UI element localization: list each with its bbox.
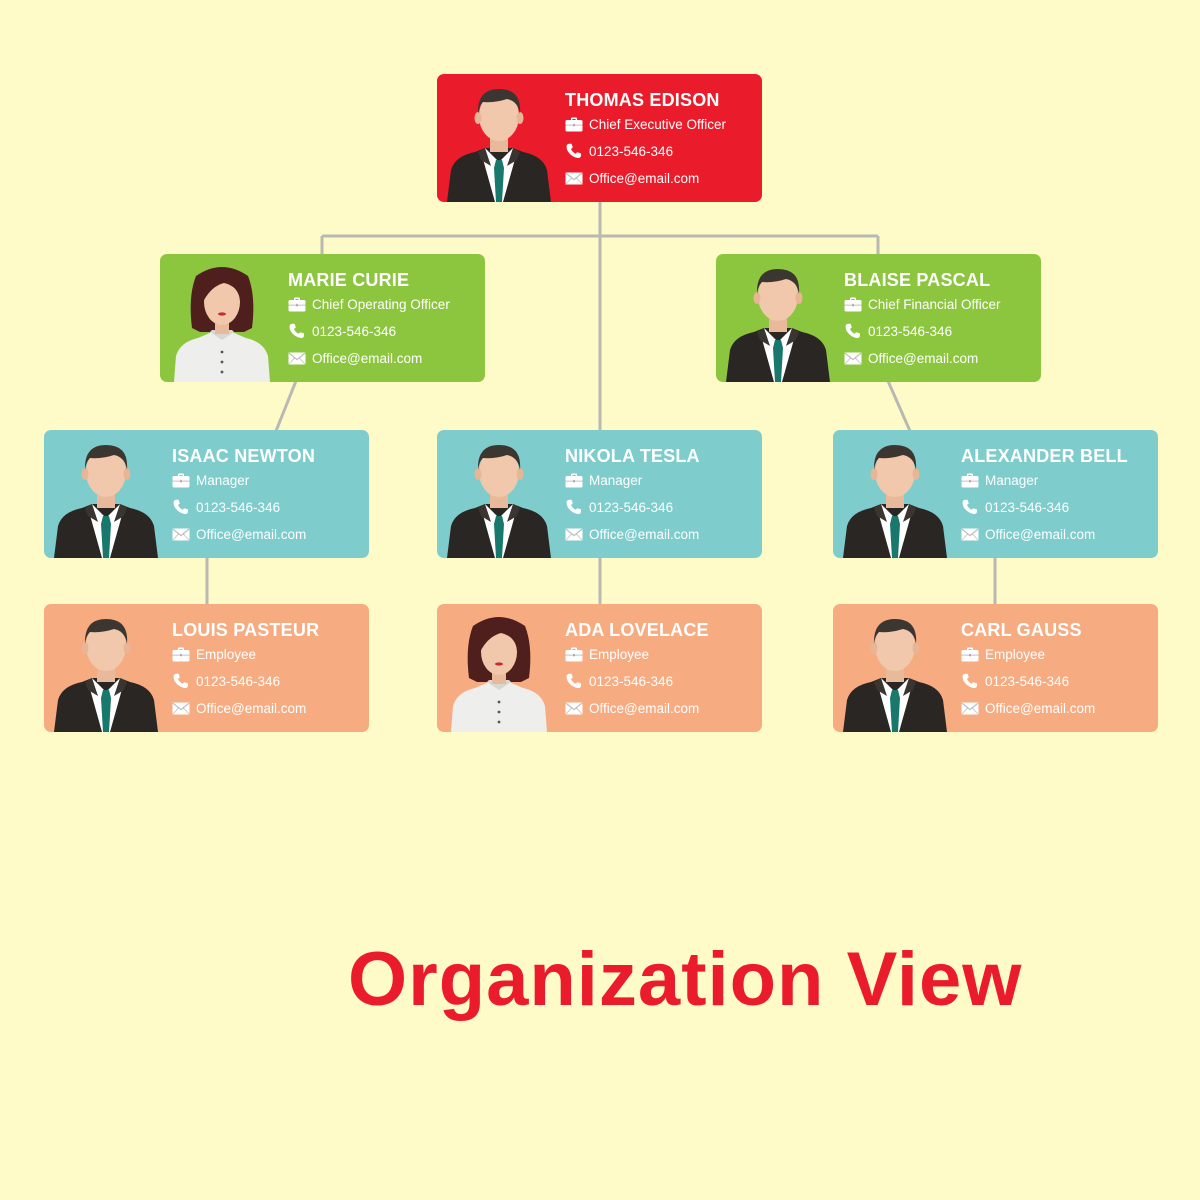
male-avatar-icon <box>841 616 949 732</box>
person-phone: 0123-546-346 <box>868 323 953 339</box>
org-card-manager-newton[interactable]: ISAAC NEWTON Manager 0123-546-346 Office… <box>44 430 369 558</box>
person-name: ISAAC NEWTON <box>172 446 316 466</box>
female-avatar-icon <box>445 616 553 732</box>
briefcase-icon <box>288 296 306 312</box>
person-phone: 0123-546-346 <box>589 143 674 159</box>
person-name: THOMAS EDISON <box>565 90 720 110</box>
org-card-employee-lovelace[interactable]: ADA LOVELACE Employee 0123-546-346 Offic… <box>437 604 762 732</box>
person-name: ADA LOVELACE <box>565 620 709 640</box>
envelope-icon <box>961 700 979 716</box>
person-role: Chief Executive Officer <box>589 116 727 132</box>
envelope-icon <box>565 700 583 716</box>
person-name: CARL GAUSS <box>961 620 1082 640</box>
person-name: ALEXANDER BELL <box>961 446 1128 466</box>
person-email: Office@email.com <box>589 700 700 716</box>
envelope-icon <box>565 170 583 186</box>
male-avatar-icon <box>445 86 553 202</box>
person-email: Office@email.com <box>589 526 700 542</box>
org-card-employee-gauss[interactable]: CARL GAUSS Employee 0123-546-346 Office@… <box>833 604 1158 732</box>
male-avatar-icon <box>724 266 832 382</box>
org-card-coo[interactable]: MARIE CURIE Chief Operating Officer 0123… <box>160 254 485 382</box>
person-name: NIKOLA TESLA <box>565 446 700 466</box>
briefcase-icon <box>844 296 862 312</box>
person-phone: 0123-546-346 <box>985 499 1070 515</box>
briefcase-icon <box>565 116 583 132</box>
person-role: Manager <box>589 472 643 488</box>
person-name: BLAISE PASCAL <box>844 270 991 290</box>
person-role: Employee <box>985 646 1046 662</box>
org-card-ceo[interactable]: THOMAS EDISON Chief Executive Officer 01… <box>437 74 762 202</box>
envelope-icon <box>844 350 862 366</box>
person-phone: 0123-546-346 <box>312 323 397 339</box>
phone-icon <box>565 143 583 159</box>
phone-icon <box>172 673 190 689</box>
envelope-icon <box>172 700 190 716</box>
connector-curie-to-newton <box>274 380 298 432</box>
envelope-icon <box>172 526 190 542</box>
person-role: Manager <box>196 472 250 488</box>
person-email: Office@email.com <box>868 350 979 366</box>
org-card-employee-pasteur[interactable]: LOUIS PASTEUR Employee 0123-546-346 Offi… <box>44 604 369 732</box>
male-avatar-icon <box>841 442 949 558</box>
person-phone: 0123-546-346 <box>985 673 1070 689</box>
briefcase-icon <box>565 646 583 662</box>
person-email: Office@email.com <box>589 170 700 186</box>
person-name: MARIE CURIE <box>288 270 410 290</box>
person-role: Manager <box>985 472 1039 488</box>
org-card-manager-tesla[interactable]: NIKOLA TESLA Manager 0123-546-346 Office… <box>437 430 762 558</box>
briefcase-icon <box>172 472 190 488</box>
person-phone: 0123-546-346 <box>196 673 281 689</box>
person-email: Office@email.com <box>196 700 307 716</box>
person-phone: 0123-546-346 <box>196 499 281 515</box>
phone-icon <box>172 499 190 515</box>
male-avatar-icon <box>52 616 160 732</box>
envelope-icon <box>961 526 979 542</box>
phone-icon <box>565 499 583 515</box>
person-email: Office@email.com <box>312 350 423 366</box>
person-role: Chief Financial Officer <box>868 296 1001 312</box>
male-avatar-icon <box>445 442 553 558</box>
phone-icon <box>961 499 979 515</box>
person-role: Employee <box>196 646 257 662</box>
person-phone: 0123-546-346 <box>589 499 674 515</box>
person-name: LOUIS PASTEUR <box>172 620 320 640</box>
phone-icon <box>844 323 862 339</box>
person-role: Chief Operating Officer <box>312 296 450 312</box>
person-email: Office@email.com <box>985 700 1096 716</box>
org-card-cfo[interactable]: BLAISE PASCAL Chief Financial Officer 01… <box>716 254 1041 382</box>
person-phone: 0123-546-346 <box>589 673 674 689</box>
page-title: Organization View <box>348 937 1023 1022</box>
envelope-icon <box>565 526 583 542</box>
person-role: Employee <box>589 646 650 662</box>
briefcase-icon <box>961 472 979 488</box>
female-avatar-icon <box>168 266 276 382</box>
briefcase-icon <box>961 646 979 662</box>
phone-icon <box>288 323 306 339</box>
male-avatar-icon <box>52 442 160 558</box>
connector-pascal-to-bell <box>886 380 912 432</box>
person-email: Office@email.com <box>985 526 1096 542</box>
briefcase-icon <box>172 646 190 662</box>
org-card-manager-bell[interactable]: ALEXANDER BELL Manager 0123-546-346 Offi… <box>833 430 1158 558</box>
envelope-icon <box>288 350 306 366</box>
phone-icon <box>961 673 979 689</box>
briefcase-icon <box>565 472 583 488</box>
person-email: Office@email.com <box>196 526 307 542</box>
phone-icon <box>565 673 583 689</box>
